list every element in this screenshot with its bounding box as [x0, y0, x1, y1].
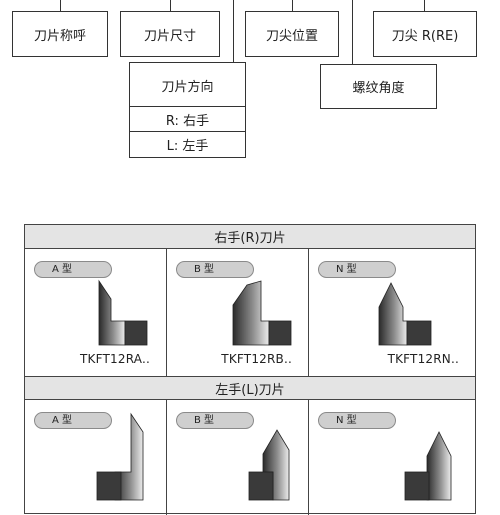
right-blade-b-icon [232, 280, 292, 346]
blade-name-label: 刀片称呼 [33, 28, 86, 44]
left-blade-b-icon [248, 429, 290, 501]
type-badge: N 型 [318, 261, 396, 278]
blade-name-box: 刀片称呼 [12, 11, 108, 57]
tip-position-label: 刀尖位置 [265, 28, 318, 44]
type-badge: N 型 [318, 412, 396, 429]
tip-position-box: 刀尖位置 [245, 11, 339, 57]
right-section-title-text: 右手(R)刀片 [214, 231, 286, 246]
blade-direction-label: 刀片方向 [161, 79, 214, 95]
left-cell-a: A 型 [25, 400, 167, 515]
connector-line [424, 0, 425, 12]
right-blade-n-icon [378, 282, 432, 346]
type-badge: B 型 [176, 261, 254, 278]
connector-line [60, 0, 61, 12]
direction-left-box: L: 左手 [129, 131, 246, 158]
connector-line [170, 0, 171, 12]
model-number: TKFT12RB.. [221, 352, 292, 366]
blade-size-box: 刀片尺寸 [120, 11, 220, 57]
thread-angle-label: 螺纹角度 [352, 81, 405, 96]
type-badge: A 型 [34, 412, 112, 429]
right-cell-n: N 型 TKFT12RN.. [309, 249, 475, 376]
connector-line [233, 0, 234, 62]
tip-radius-box: 刀尖 R(RE) [373, 11, 477, 57]
right-section-title: 右手(R)刀片 [25, 225, 475, 249]
direction-right-box: R: 右手 [129, 106, 246, 133]
connector-line [292, 0, 293, 12]
left-cell-b: B 型 [167, 400, 309, 515]
left-blade-n-icon [404, 431, 452, 501]
blade-direction-box: 刀片方向 [129, 62, 246, 108]
connector-line [352, 0, 353, 66]
left-section-title: 左手(L)刀片 [25, 376, 475, 400]
left-cell-n: N 型 [309, 400, 475, 515]
thread-angle-box: 螺纹角度 [320, 64, 437, 109]
direction-right-label: R: 右手 [165, 114, 210, 129]
right-cell-b: B 型 TKFT12RB.. [167, 249, 309, 376]
tip-radius-label: 刀尖 R(RE) [391, 28, 459, 44]
model-number: TKFT12RA.. [80, 352, 150, 366]
blade-size-label: 刀片尺寸 [143, 28, 196, 44]
type-badge: B 型 [176, 412, 254, 429]
left-section-title-text: 左手(L)刀片 [215, 382, 285, 398]
left-blade-a-icon [96, 412, 144, 501]
right-blade-a-icon [98, 279, 148, 346]
type-badge: A 型 [34, 261, 112, 278]
direction-left-label: L: 左手 [166, 139, 209, 154]
blade-type-table: 右手(R)刀片 A 型 TKFT12RA.. B 型 TKFT12RB.. N … [24, 224, 476, 515]
right-cell-a: A 型 TKFT12RA.. [25, 249, 167, 376]
model-number: TKFT12RN.. [387, 352, 459, 366]
